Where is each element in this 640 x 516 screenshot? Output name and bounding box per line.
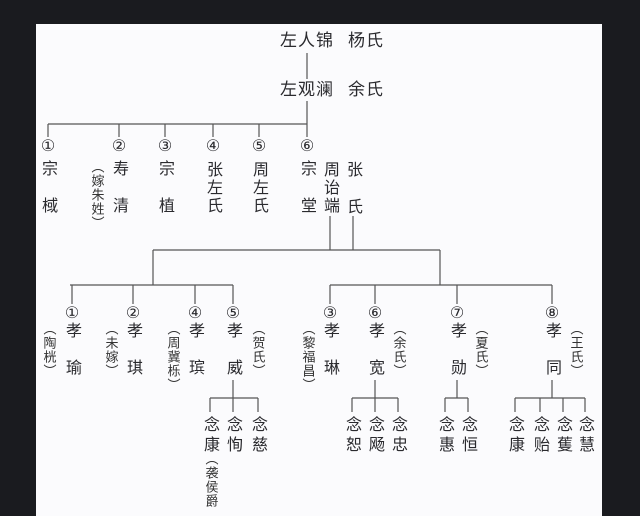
person-name: 孝琳 <box>321 322 340 396</box>
person-note: （黎福昌） <box>299 322 315 392</box>
person-zuo-renjin: 左人锦 <box>280 31 334 51</box>
person-note: （嫁朱姓） <box>88 160 104 230</box>
person-note: （周冀栎） <box>164 322 180 392</box>
person-name: 张左氏 <box>204 161 223 215</box>
birth-order: ② <box>111 136 127 155</box>
person-note: （未嫁） <box>102 322 118 378</box>
birth-order: ⑧ <box>544 303 560 322</box>
person-name: 念飏 <box>366 416 385 456</box>
person-name: 念恕 <box>343 416 362 456</box>
spouse-yang: 杨氏 <box>348 31 384 51</box>
person-name: 孝琪 <box>124 322 143 396</box>
person-name: 宗植 <box>156 160 175 234</box>
diagram-paper <box>36 24 602 516</box>
person-name: 周左氏 <box>250 161 269 215</box>
person-note: （王氏） <box>567 322 583 378</box>
person-name: 孝勋 <box>448 322 467 396</box>
spouse-zhang: 张氏 <box>344 161 363 235</box>
person-name: 孝威 <box>224 322 243 396</box>
person-name: 念恂 <box>224 416 243 456</box>
person-name: 宗棫 <box>39 160 58 234</box>
person-note: （袭侯爵 <box>202 452 218 508</box>
person-zuo-guanlan: 左观澜 <box>280 80 334 100</box>
person-zuo-zongtang: 宗堂 <box>298 160 317 234</box>
person-name: 孝同 <box>543 322 562 396</box>
person-name: 念慈 <box>249 416 268 456</box>
birth-order: ⑥ <box>299 136 315 155</box>
person-note: （夏氏） <box>472 322 488 378</box>
birth-order: ④ <box>205 136 221 155</box>
person-name: 念蒦 <box>554 416 573 456</box>
person-note: （贺氏） <box>249 322 265 378</box>
spouse-zhou-yiduan: 周诒端 <box>321 161 340 215</box>
spouse-yu: 余氏 <box>348 80 384 100</box>
person-name: 孝宽 <box>366 322 385 396</box>
person-name: 念康 <box>506 416 525 456</box>
birth-order: ④ <box>187 303 203 322</box>
person-name: 孝瑸 <box>186 322 205 396</box>
person-note: （余氏） <box>390 322 406 378</box>
birth-order: ③ <box>322 303 338 322</box>
birth-order: ① <box>40 136 56 155</box>
person-name: 念慧 <box>576 416 595 456</box>
person-name: 念惠 <box>436 416 455 456</box>
birth-order: ③ <box>157 136 173 155</box>
birth-order: ⑤ <box>251 136 267 155</box>
birth-order: ⑤ <box>225 303 241 322</box>
birth-order: ① <box>64 303 80 322</box>
person-name: 念贻 <box>531 416 550 456</box>
person-name: 念恒 <box>459 416 478 456</box>
birth-order: ② <box>125 303 141 322</box>
birth-order: ⑦ <box>449 303 465 322</box>
person-name: 念康 <box>201 416 220 456</box>
person-name: 孝瑜 <box>63 322 82 396</box>
person-name: 念忠 <box>389 416 408 456</box>
person-note: （陶桄） <box>40 322 56 378</box>
birth-order: ⑥ <box>367 303 383 322</box>
person-name: 寿清 <box>110 160 129 234</box>
